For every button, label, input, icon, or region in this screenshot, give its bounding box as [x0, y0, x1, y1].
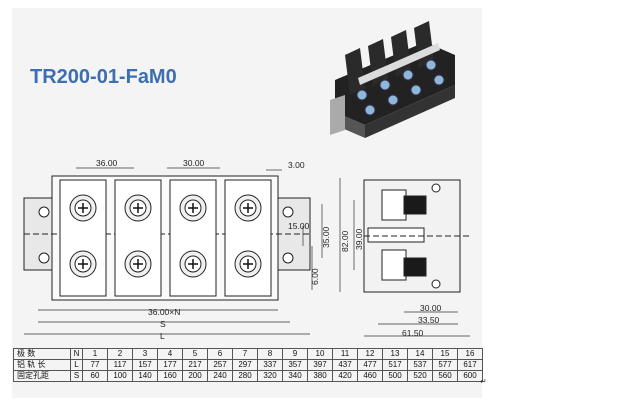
cell: 3	[132, 348, 158, 360]
cell: 380	[307, 370, 333, 382]
dim-pitch-n: 36.00×N	[148, 307, 180, 317]
cell: 297	[232, 359, 258, 371]
cell: 12	[357, 348, 383, 360]
side-view	[363, 179, 470, 293]
pole	[114, 179, 162, 297]
cell: 1	[82, 348, 108, 360]
pole	[224, 179, 272, 297]
cell: 280	[232, 370, 258, 382]
product-photo	[330, 21, 455, 138]
side-dimensions	[339, 178, 470, 337]
dim-S: S	[160, 319, 166, 329]
model-title: TR200-01-FaM0	[30, 66, 177, 88]
cell: 6	[207, 348, 233, 360]
dim-width-30: 30.00	[183, 158, 205, 168]
dim-side-6150: 61.50	[402, 328, 424, 338]
cell: 357	[282, 359, 308, 371]
dim-82: 82.00	[340, 230, 350, 252]
row-label: 铝 轨 长	[13, 359, 71, 371]
cell: 257	[207, 359, 233, 371]
dim-L: L	[160, 331, 165, 341]
cell: 560	[432, 370, 458, 382]
front-dimensions	[24, 167, 323, 335]
row-label: 极 数	[13, 348, 71, 360]
cell: 4	[157, 348, 183, 360]
cell: 140	[132, 370, 158, 382]
cell: 577	[432, 359, 458, 371]
cell: 500	[382, 370, 408, 382]
row-symbol: L	[70, 359, 83, 371]
cell: 200	[182, 370, 208, 382]
cell: 320	[257, 370, 283, 382]
dim-39: 39.00	[354, 228, 364, 250]
cell: 2	[107, 348, 133, 360]
cell: 537	[407, 359, 433, 371]
dim-gap-3: 3.00	[288, 160, 305, 170]
cell: 8	[257, 348, 283, 360]
cell: 10	[307, 348, 333, 360]
cell: 600	[457, 370, 483, 382]
cell: 7	[232, 348, 258, 360]
cell: 117	[107, 359, 133, 371]
paragraph-mark: ↵	[480, 377, 487, 386]
cell: 460	[357, 370, 383, 382]
cell: 60	[82, 370, 108, 382]
dim-35: 35.00	[321, 226, 331, 248]
cell: 13	[382, 348, 408, 360]
cell: 77	[82, 359, 108, 371]
cell: 437	[332, 359, 358, 371]
cell: 240	[207, 370, 233, 382]
row-symbol: N	[70, 348, 83, 360]
dim-side-30: 30.00	[420, 303, 442, 313]
cell: 397	[307, 359, 333, 371]
cell: 340	[282, 370, 308, 382]
cell: 520	[407, 370, 433, 382]
row-symbol: S	[70, 370, 83, 382]
row-label: 固定孔距	[13, 370, 71, 382]
cell: 217	[182, 359, 208, 371]
dim-pitch: 36.00	[96, 158, 118, 168]
dim-6: 6.00	[310, 268, 320, 285]
cell: 517	[382, 359, 408, 371]
cell: 617	[457, 359, 483, 371]
cell: 15	[432, 348, 458, 360]
cell: 16	[457, 348, 483, 360]
cell: 160	[157, 370, 183, 382]
cell: 337	[257, 359, 283, 371]
pole	[59, 179, 107, 297]
dim-side-3350: 33.50	[418, 315, 440, 325]
cell: 14	[407, 348, 433, 360]
dim-15: 15.00	[288, 221, 310, 231]
cell: 157	[132, 359, 158, 371]
cell: 9	[282, 348, 308, 360]
terminal-poles	[59, 179, 272, 297]
cell: 100	[107, 370, 133, 382]
pole	[169, 179, 217, 297]
cell: 5	[182, 348, 208, 360]
cell: 177	[157, 359, 183, 371]
cell: 420	[332, 370, 358, 382]
cell: 11	[332, 348, 358, 360]
cell: 477	[357, 359, 383, 371]
